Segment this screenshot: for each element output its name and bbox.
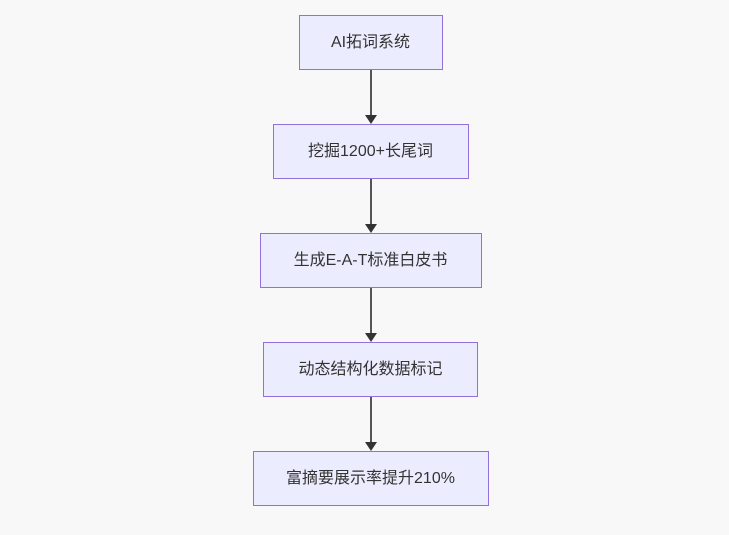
node-label: 生成E-A-T标准白皮书 bbox=[293, 251, 448, 269]
node-label: 动态结构化数据标记 bbox=[298, 360, 443, 378]
flow-node-longtail-keywords: 挖掘1200+长尾词 bbox=[272, 124, 469, 179]
arrow-line bbox=[369, 288, 372, 334]
node-label: AI拓词系统 bbox=[330, 33, 411, 51]
flow-node-ai-word-expansion-system: AI拓词系统 bbox=[298, 15, 443, 70]
arrow-down-icon bbox=[364, 224, 377, 233]
flowchart: AI拓词系统 挖掘1200+长尾词 生成E-A-T标准白皮书 动态结构化数据标记 bbox=[252, 15, 489, 506]
flow-edge-1 bbox=[364, 70, 377, 124]
flow-node-eat-whitepaper: 生成E-A-T标准白皮书 bbox=[259, 233, 482, 288]
arrow-line bbox=[369, 70, 372, 116]
flow-node-structured-data-markup: 动态结构化数据标记 bbox=[263, 342, 478, 397]
arrow-down-icon bbox=[364, 442, 377, 451]
flow-node-rich-snippet-rate: 富摘要展示率提升210% bbox=[252, 451, 489, 506]
node-label: 富摘要展示率提升210% bbox=[286, 469, 455, 487]
arrow-line bbox=[369, 397, 372, 443]
flow-edge-3 bbox=[364, 288, 377, 342]
arrow-down-icon bbox=[364, 115, 377, 124]
flow-edge-2 bbox=[364, 179, 377, 233]
node-label: 挖掘1200+长尾词 bbox=[308, 142, 433, 160]
flow-edge-4 bbox=[364, 397, 377, 451]
arrow-line bbox=[369, 179, 372, 225]
arrow-down-icon bbox=[364, 333, 377, 342]
